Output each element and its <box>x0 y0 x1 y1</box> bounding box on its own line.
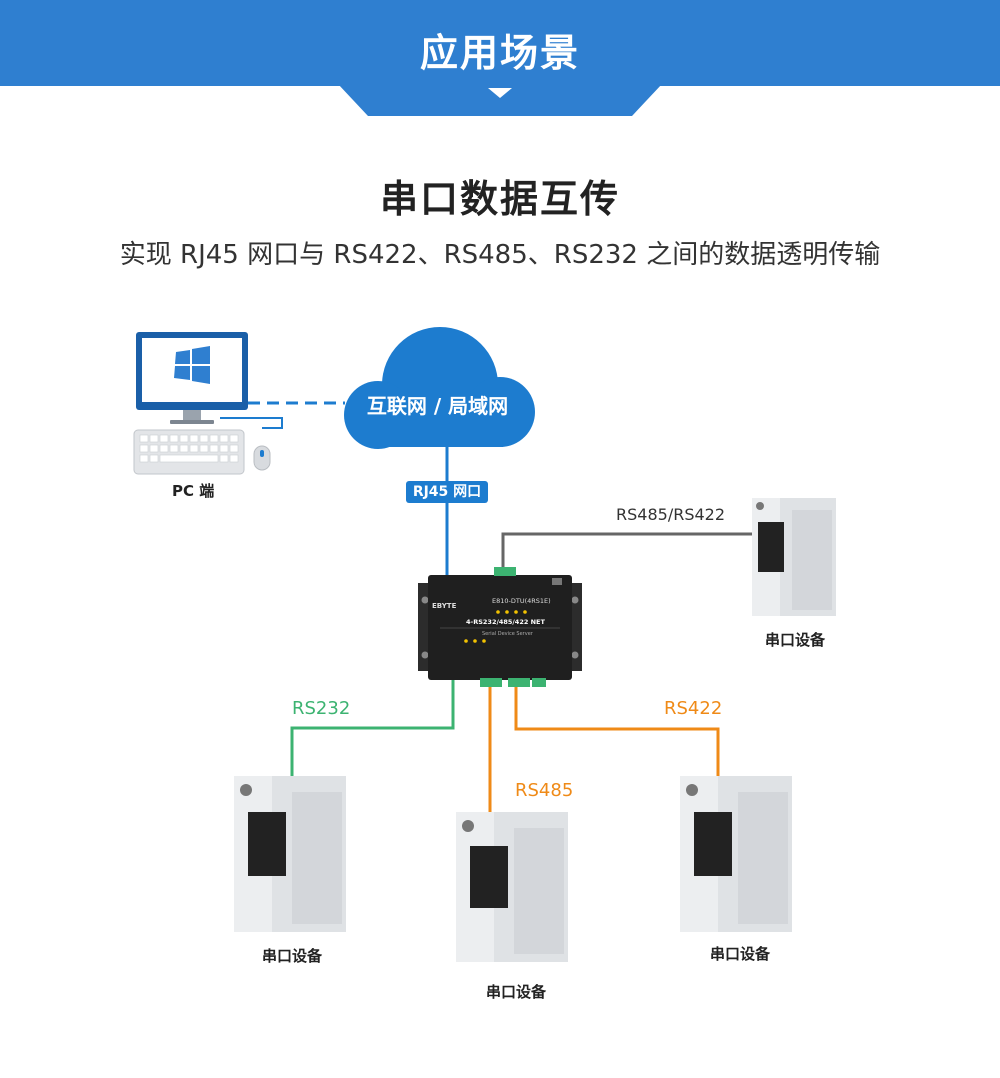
windows-logo-icon <box>174 346 210 384</box>
device-label-bottom-left: 串口设备 <box>262 947 323 965</box>
pc-computer <box>136 332 248 424</box>
device-desc: Serial Device Server <box>482 631 534 637</box>
pc-label: PC 端 <box>172 482 215 500</box>
device-label-bottom-right: 串口设备 <box>710 945 771 963</box>
connection-label-rs232: RS232 <box>292 698 351 719</box>
header-title: 应用场景 <box>419 31 580 75</box>
plc-device-bottom-right <box>680 776 792 932</box>
device-model: E810-DTU(4RS1E) <box>492 597 551 605</box>
serial-device-server: EBYTE E810-DTU(4RS1E) 4-RS232/485/422 NE… <box>418 567 582 687</box>
connection-label-rs485: RS485 <box>515 780 574 801</box>
plc-device-top-right <box>752 498 836 616</box>
device-label-top-right: 串口设备 <box>765 631 826 649</box>
plc-device-bottom-middle <box>456 812 568 962</box>
keyboard-icon <box>133 429 245 475</box>
section-subtitle: 实现 RJ45 网口与 RS422、RS485、RS232 之间的数据透明传输 <box>119 240 881 270</box>
header-banner <box>0 0 1000 116</box>
device-label-bottom-middle: 串口设备 <box>486 983 547 1001</box>
cloud-icon <box>344 327 535 449</box>
cloud-label: 互联网 / 局域网 <box>366 394 509 418</box>
rj45-label: RJ45 网口 <box>406 481 488 503</box>
chevron-down-icon <box>488 88 512 98</box>
device-name: 4-RS232/485/422 NET <box>466 618 546 626</box>
mouse-icon <box>253 445 271 471</box>
connection-label-rs422: RS422 <box>664 698 723 719</box>
plc-device-bottom-left <box>234 776 346 932</box>
section-title: 串口数据互传 <box>379 177 620 221</box>
connection-lines <box>220 401 752 812</box>
device-brand: EBYTE <box>432 602 457 610</box>
connection-label-rs485-rs422: RS485/RS422 <box>616 505 726 524</box>
